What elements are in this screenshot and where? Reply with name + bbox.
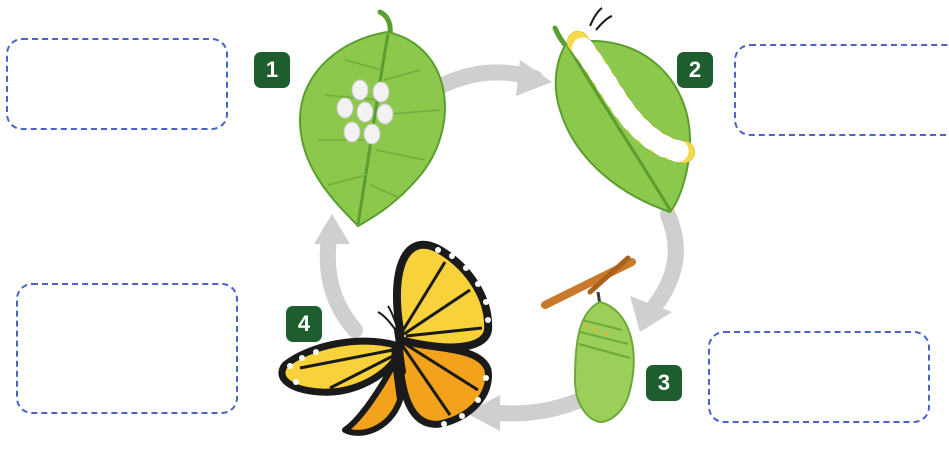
stage-number-badge: 2 (677, 52, 713, 88)
caterpillar-on-leaf-icon (555, 8, 690, 212)
stage-number-badge: 3 (646, 365, 682, 401)
stage-number-badge: 4 (286, 306, 322, 342)
arrow-3-to-4-icon (490, 398, 585, 413)
chrysalis-icon (545, 258, 634, 422)
arrow-4-to-1-icon (328, 232, 355, 330)
stage-number-badge: 1 (254, 52, 290, 88)
leaf-with-eggs-icon (300, 12, 445, 226)
arrow-2-to-3-icon (650, 215, 676, 312)
